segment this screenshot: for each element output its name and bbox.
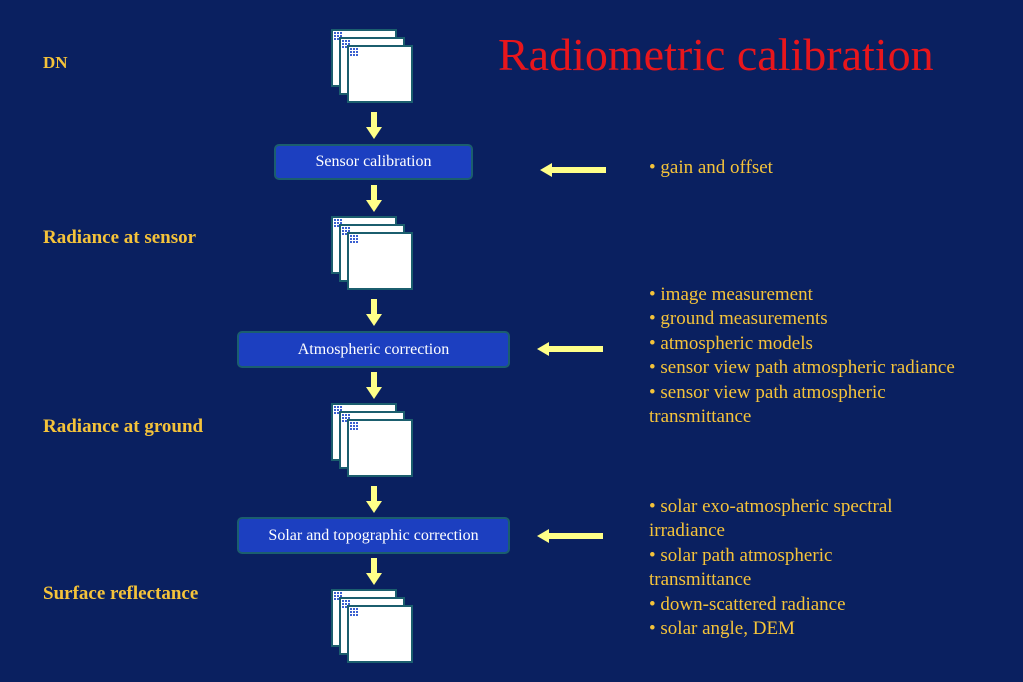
image-stack-icon-dn [330, 28, 420, 108]
left-arrow-icon [537, 342, 603, 356]
process-solar-topographic-correction: Solar and topographic correction [237, 517, 510, 554]
left-arrow-icon [537, 529, 603, 543]
note-item: • image measurement [649, 284, 813, 305]
image-stack-icon-radiance-at-ground [330, 402, 420, 482]
note-item: • sensor view path atmospheric transmitt… [649, 381, 886, 428]
image-stack-icon-surface-reflectance [330, 588, 420, 668]
stage-label-dn: DN [43, 53, 68, 72]
down-arrow-icon [366, 185, 382, 213]
note-item: • gain and offset [649, 157, 773, 178]
notes-sensor-calibration: • gain and offset [649, 156, 989, 180]
down-arrow-icon [366, 558, 382, 586]
notes-solar-topographic-correction: • solar exo-atmospheric spectral irradia… [649, 495, 919, 641]
process-sensor-calibration: Sensor calibration [274, 144, 473, 180]
note-item: • solar path atmospheric transmittance [649, 544, 833, 591]
stage-label-surface-reflectance: Surface reflectance [43, 583, 199, 604]
image-stack-icon-radiance-at-sensor [330, 215, 420, 295]
down-arrow-icon [366, 299, 382, 327]
down-arrow-icon [366, 486, 382, 514]
note-item: • solar exo-atmospheric spectral irradia… [649, 496, 893, 542]
page-title: Radiometric calibration [498, 29, 934, 80]
note-item: • atmospheric models [649, 332, 813, 354]
stage-label-radiance-at-ground: Radiance at ground [43, 416, 204, 437]
down-arrow-icon [366, 372, 382, 400]
note-item: • sensor view path atmospheric radiance [649, 357, 955, 379]
note-item: • down-scattered radiance [649, 593, 846, 615]
note-item: • ground measurements [649, 308, 828, 330]
stage-label-radiance-at-sensor: Radiance at sensor [43, 227, 197, 248]
left-arrow-icon [540, 163, 606, 177]
note-item: • solar angle, DEM [649, 618, 795, 640]
process-atmospheric-correction: Atmospheric correction [237, 331, 510, 368]
notes-atmospheric-correction: • image measurement • ground measurement… [649, 283, 989, 429]
down-arrow-icon [366, 112, 382, 140]
